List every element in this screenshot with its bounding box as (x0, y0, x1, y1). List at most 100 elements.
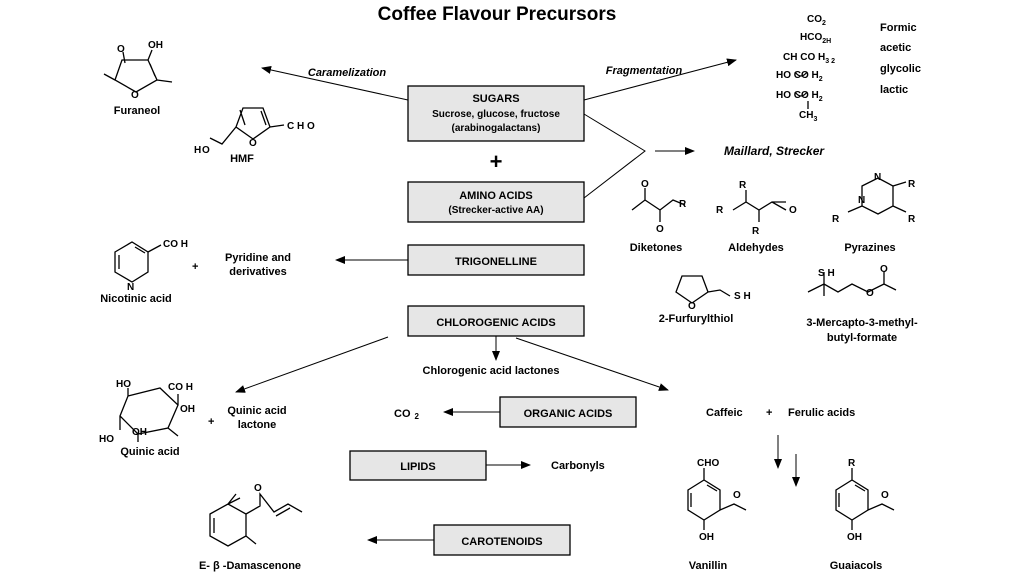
sugars-detail: Sucrose, glucose, fructose (432, 109, 560, 120)
svg-text:C H O: C H O (287, 121, 315, 132)
svg-text:O: O (688, 301, 696, 312)
mercapto-label-1: 3-Mercapto-3-methyl- (806, 317, 918, 329)
svg-text:S H: S H (818, 268, 835, 279)
svg-text:R: R (832, 214, 840, 225)
caffeic-arrow (515, 337, 669, 391)
hmf-structure: O C H O H O HMF (194, 107, 315, 165)
aldehydes-label: Aldehydes (728, 242, 784, 254)
svg-text:R: R (752, 226, 760, 237)
furfurylthiol-label: 2-Furfurylthiol (659, 313, 734, 325)
vanillin-structure: CHO OH O Vanillin (687, 458, 747, 572)
furaneol-structure: O OH O Furaneol (103, 40, 173, 117)
svg-text:R: R (908, 214, 916, 225)
quinic-lactone-label-2: lactone (238, 419, 277, 431)
cga-lactones-label: Chlorogenic acid lactones (423, 365, 560, 377)
amino-acids-box: AMINO ACIDS (Strecker-active AA) (407, 181, 585, 223)
svg-text:O: O (249, 138, 257, 149)
chlorogenic-acids-label: CHLOROGENIC ACIDS (436, 317, 555, 329)
maillard-label: Maillard, Strecker (724, 144, 825, 158)
quinic-acid-structure: HO CO H OH OH HO Quinic acid (99, 379, 195, 458)
aldehyde-structure: R R R O Aldehydes (716, 180, 797, 254)
svg-text:O: O (866, 288, 874, 299)
fragmentation-arrow (583, 58, 737, 101)
maillard-join-lines (583, 113, 646, 199)
quinic-acid-label: Quinic acid (120, 446, 179, 458)
pyrazine-structure: N N R R R Pyrazines (832, 172, 916, 254)
svg-text:O: O (789, 205, 797, 216)
svg-text:OH: OH (132, 427, 147, 438)
caffeic-label: Caffeic (706, 407, 743, 419)
nicotinic-acid-structure: N CO H Nicotinic acid (100, 239, 188, 305)
svg-text:R: R (848, 458, 856, 469)
fragmentation-label: Fragmentation (606, 65, 683, 77)
fragment-names: Formic acetic glycolic lactic (880, 22, 921, 96)
pyrazines-label: Pyrazines (844, 242, 895, 254)
svg-text:CH3: CH3 (799, 110, 817, 123)
lipids-box: LIPIDS (349, 450, 487, 481)
carotenoids-label: CAROTENOIDS (461, 536, 542, 548)
svg-text:CO H: CO H (163, 239, 188, 250)
carotenoids-box: CAROTENOIDS (433, 524, 571, 556)
svg-text:N: N (858, 195, 865, 206)
svg-text:R: R (679, 199, 687, 210)
lipids-label: LIPIDS (400, 461, 435, 473)
organic-acids-label: ORGANIC ACIDS (524, 408, 613, 420)
chlorogenic-acids-box: CHLOROGENIC ACIDS (407, 305, 585, 337)
pyridine-label-1: Pyridine and (225, 252, 291, 264)
svg-text:R: R (716, 205, 724, 216)
svg-text:O: O (641, 179, 649, 190)
svg-text:O: O (880, 264, 888, 275)
formic-label: Formic (880, 22, 917, 34)
nicotinic-acid-label: Nicotinic acid (100, 293, 172, 305)
quinic-lactone-label-1: Quinic acid (227, 405, 286, 417)
guaiacol-structure: R OH O Guaiacols (830, 458, 895, 572)
trigonelline-box: TRIGONELLINE (407, 244, 585, 276)
sugars-detail-2: (arabinogalactans) (452, 123, 541, 134)
caramelization-label: Caramelization (308, 67, 387, 79)
damascenone-structure: O E- β -Damascenone (199, 483, 303, 572)
svg-text:CO2: CO2 (807, 14, 826, 27)
svg-text:OH: OH (180, 404, 195, 415)
svg-text:H: H (194, 145, 201, 156)
svg-text:N: N (874, 172, 881, 183)
mercapto-structure: S H O O 3-Mercapto-3-methyl- butyl-forma… (806, 264, 918, 344)
plus-quinic: + (208, 416, 214, 428)
plus-sign: + (490, 149, 503, 174)
guaiacols-label: Guaiacols (830, 560, 883, 572)
svg-text:O: O (202, 145, 210, 156)
organic-acids-box: ORGANIC ACIDS (499, 396, 637, 428)
damascenone-label: E- β -Damascenone (199, 560, 301, 572)
ferulic-label: Ferulic acids (788, 407, 855, 419)
svg-text:OH: OH (847, 532, 862, 543)
svg-text:O: O (656, 224, 664, 235)
vanillin-label: Vanillin (689, 560, 728, 572)
acetic-label: acetic (880, 42, 911, 54)
svg-text:HCO2H: HCO2H (800, 32, 831, 45)
pyridine-label-2: derivatives (229, 266, 286, 278)
mercapto-label-2: butyl-formate (827, 332, 897, 344)
fragment-formulas: CO2 HCO2H CH CO H3 2 HO CO H2 HO CO H2 C… (776, 14, 835, 123)
svg-text:O: O (733, 490, 741, 501)
svg-text:OH: OH (148, 40, 163, 51)
svg-text:N: N (127, 282, 134, 293)
sugars-box: SUGARS Sucrose, glucose, fructose (arabi… (407, 85, 585, 142)
hmf-label: HMF (230, 153, 254, 165)
page-title: Coffee Flavour Precursors (378, 4, 617, 25)
svg-text:HO: HO (116, 379, 131, 390)
svg-text:R: R (908, 179, 916, 190)
amino-acids-detail: (Strecker-active AA) (448, 205, 543, 216)
plus-caffeic: + (766, 407, 772, 419)
sugars-label: SUGARS (472, 93, 519, 105)
svg-text:S H: S H (734, 291, 751, 302)
svg-text:HO CO H2: HO CO H2 (776, 90, 823, 103)
svg-text:O: O (881, 490, 889, 501)
trigonelline-label: TRIGONELLINE (455, 256, 537, 268)
lactic-label: lactic (880, 84, 908, 96)
plus-nicotinic: + (192, 261, 198, 273)
svg-text:R: R (739, 180, 747, 191)
svg-text:CH CO H3 2: CH CO H3 2 (783, 52, 835, 65)
amino-acids-label: AMINO ACIDS (459, 190, 533, 202)
caramelization-arrow (261, 66, 409, 101)
svg-text:HO: HO (99, 434, 114, 445)
carbonyls-label: Carbonyls (551, 460, 605, 472)
